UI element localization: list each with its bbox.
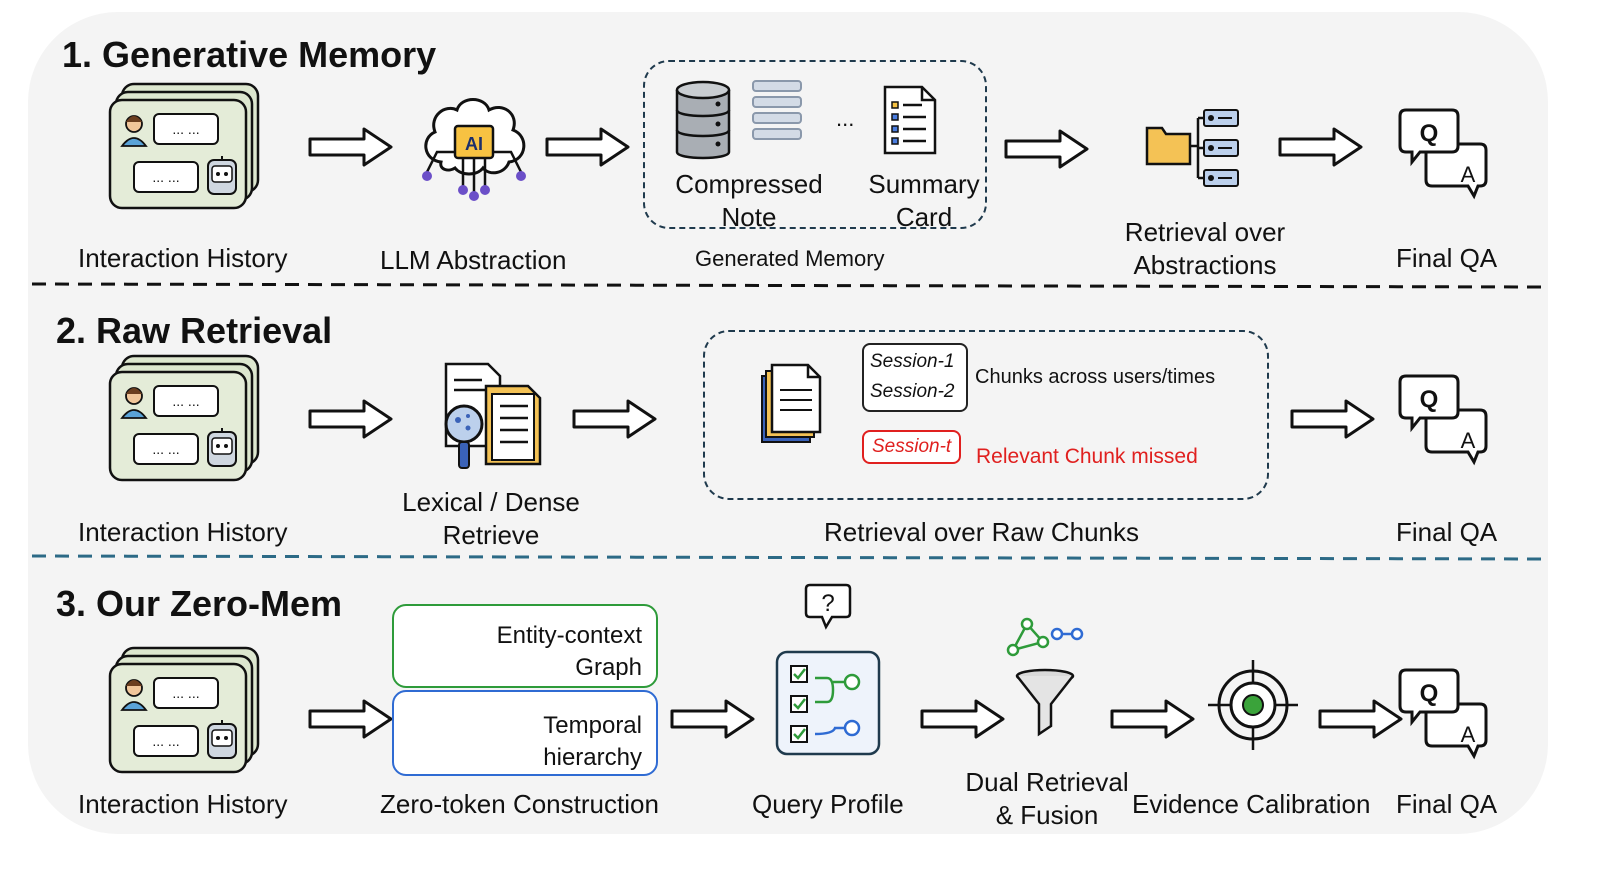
interaction-history-label: Interaction History	[78, 789, 288, 819]
section-2-title: 2. Raw Retrieval	[56, 310, 333, 351]
svg-text:Q: Q	[1420, 680, 1439, 707]
svg-text:?: ?	[821, 590, 834, 617]
temporal-hierarchy-box: Temporal hierarchy	[392, 690, 658, 776]
svg-text:... ...: ... ...	[172, 121, 199, 137]
session-2-label: Session-2	[870, 381, 955, 403]
arrow-icon	[308, 126, 394, 173]
qa-icon: Q A	[1398, 374, 1490, 471]
arrow-icon	[1290, 398, 1376, 445]
graph-nodes-icon	[1006, 617, 1084, 657]
chat-history-icon: ... ... ... ...	[108, 354, 260, 489]
chunks-across-note: Chunks across users/times	[975, 366, 1216, 388]
evidence-calibration-label: Evidence Calibration	[1132, 789, 1371, 819]
svg-text:... ...: ... ...	[172, 685, 199, 701]
qa-icon: Q A	[1398, 108, 1490, 205]
query-profile-icon	[775, 650, 881, 756]
funnel-icon	[1015, 668, 1075, 737]
entity-context-graph-label: Entity-context Graph	[496, 622, 642, 682]
svg-text:Q: Q	[1420, 120, 1439, 147]
svg-text:Q: Q	[1420, 386, 1439, 413]
svg-text:A: A	[1461, 428, 1476, 453]
arrow-icon	[572, 398, 658, 445]
question-bubble-icon: ?	[804, 583, 852, 630]
retrieval-raw-chunks-label: Retrieval over Raw Chunks	[824, 517, 1140, 547]
document-search-icon	[444, 362, 542, 469]
qa-icon: Q A	[1398, 668, 1490, 765]
chat-history-icon: ... ... ... ...	[108, 646, 260, 781]
arrow-icon	[308, 698, 394, 745]
svg-text:... ...: ... ...	[172, 393, 199, 409]
arrow-icon	[1278, 126, 1364, 173]
compressed-note-label: Compressed Note	[675, 169, 823, 233]
interaction-history-label: Interaction History	[78, 517, 288, 547]
lexical-dense-label: Lexical / Dense Retrieve	[402, 487, 580, 551]
dual-retrieval-fusion-label: Dual Retrieval & Fusion	[965, 767, 1129, 831]
final-qa-label: Final QA	[1396, 517, 1498, 547]
arrow-icon	[670, 698, 756, 745]
generated-memory-box	[643, 60, 987, 229]
chat-history-icon: ... ... ... ...	[108, 82, 260, 217]
final-qa-label: Final QA	[1396, 789, 1498, 819]
interaction-history-label: Interaction History	[78, 243, 288, 273]
section-3-title: 3. Our Zero-Mem	[56, 583, 343, 624]
llm-abstraction-label: LLM Abstraction	[380, 245, 567, 275]
svg-text:A: A	[1461, 162, 1476, 187]
generated-memory-label: Generated Memory	[695, 246, 885, 271]
svg-text:A: A	[1461, 722, 1476, 747]
svg-text:... ...: ... ...	[152, 733, 179, 749]
svg-text:... ...: ... ...	[152, 441, 179, 457]
database-icon	[675, 80, 731, 160]
relevant-chunk-missed-note: Relevant Chunk missed	[976, 445, 1198, 468]
arrow-icon	[308, 398, 394, 445]
summary-card-icon	[883, 85, 937, 155]
session-t-box: Session-t	[862, 430, 962, 464]
memory-ellipsis: ...	[836, 106, 855, 131]
arrow-icon	[1004, 128, 1090, 175]
note-stack-icon	[752, 80, 802, 140]
arrow-icon	[545, 126, 631, 173]
ai-brain-icon: AI	[422, 98, 526, 201]
raw-chunks-box	[703, 330, 1269, 500]
session-1-label: Session-1	[870, 351, 955, 372]
svg-text:... ...: ... ...	[152, 169, 179, 185]
arrow-icon	[920, 698, 1006, 745]
svg-text:AI: AI	[465, 134, 483, 154]
arrow-icon	[1318, 698, 1404, 745]
zero-token-construction-label: Zero-token Construction	[380, 789, 659, 819]
target-icon	[1208, 660, 1298, 750]
folder-tree-icon	[1145, 109, 1239, 187]
retrieval-abstractions-label: Retrieval over Abstractions	[1124, 217, 1286, 281]
section-1-title: 1. Generative Memory	[62, 34, 437, 75]
session-chunk-box: Session-1 Session-2	[862, 343, 968, 412]
temporal-hierarchy-label: Temporal hierarchy	[543, 712, 642, 772]
summary-card-label: Summary Card	[868, 169, 980, 233]
arrow-icon	[1110, 698, 1196, 745]
final-qa-label: Final QA	[1396, 243, 1498, 273]
paper-stack-icon	[761, 363, 822, 443]
entity-context-graph-box: Entity-context Graph	[392, 604, 658, 688]
query-profile-label: Query Profile	[752, 789, 904, 819]
